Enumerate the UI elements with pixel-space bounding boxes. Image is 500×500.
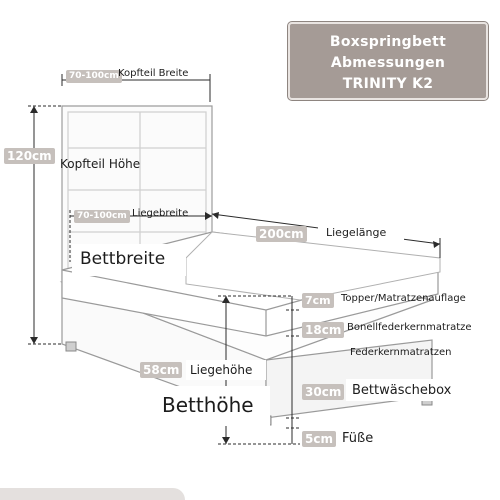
bed-width-label-box [72, 244, 186, 276]
feet-value: 5cm [302, 431, 336, 447]
lying-height-label: Liegehöhe [190, 363, 253, 377]
mattress-label-2: Federkernmatratzen [350, 347, 452, 358]
dimension-arrows [30, 106, 440, 444]
headboard-height-value: 120cm [4, 148, 55, 164]
bed-height-label-box [156, 386, 270, 426]
lying-height-value: 58cm [140, 362, 183, 378]
bed-height-label: Betthöhe [162, 393, 254, 417]
corner-decoration [0, 488, 185, 500]
mattress-label: Bonellfederkernmatratze [347, 322, 472, 333]
title-line-3: TRINITY K2 [342, 76, 434, 92]
headboard-width-label: Kopfteil Breite [118, 68, 189, 79]
headboard-height-label: Kopfteil Höhe [60, 157, 141, 171]
title-line-1: Boxspringbett [329, 34, 447, 50]
box-value: 30cm [302, 384, 345, 400]
lying-width-label: Liegebreite [132, 208, 189, 219]
topper [185, 231, 441, 301]
topper-value: 7cm [302, 293, 334, 308]
topper-label: Topper/Matratzenauflage [341, 293, 466, 304]
bed-width-label: Bettbreite [80, 249, 166, 269]
box-label-box [346, 379, 474, 401]
lying-width-value: 70-100cm [74, 210, 130, 223]
lying-length-value: 200cm [256, 226, 307, 242]
title-line-2: Abmessungen [330, 55, 446, 71]
feet-label: Füße [342, 431, 374, 446]
lying-length-label-box [318, 224, 404, 242]
headboard-width-value: 70-100cm [66, 70, 122, 83]
title-box: Boxspringbett Abmessungen TRINITY K2 [287, 21, 489, 101]
box-label: Bettwäschebox [352, 383, 452, 398]
mattress-value: 18cm [302, 322, 345, 338]
lying-length-label: Liegelänge [326, 226, 387, 239]
lying-height-label-box [186, 360, 266, 380]
